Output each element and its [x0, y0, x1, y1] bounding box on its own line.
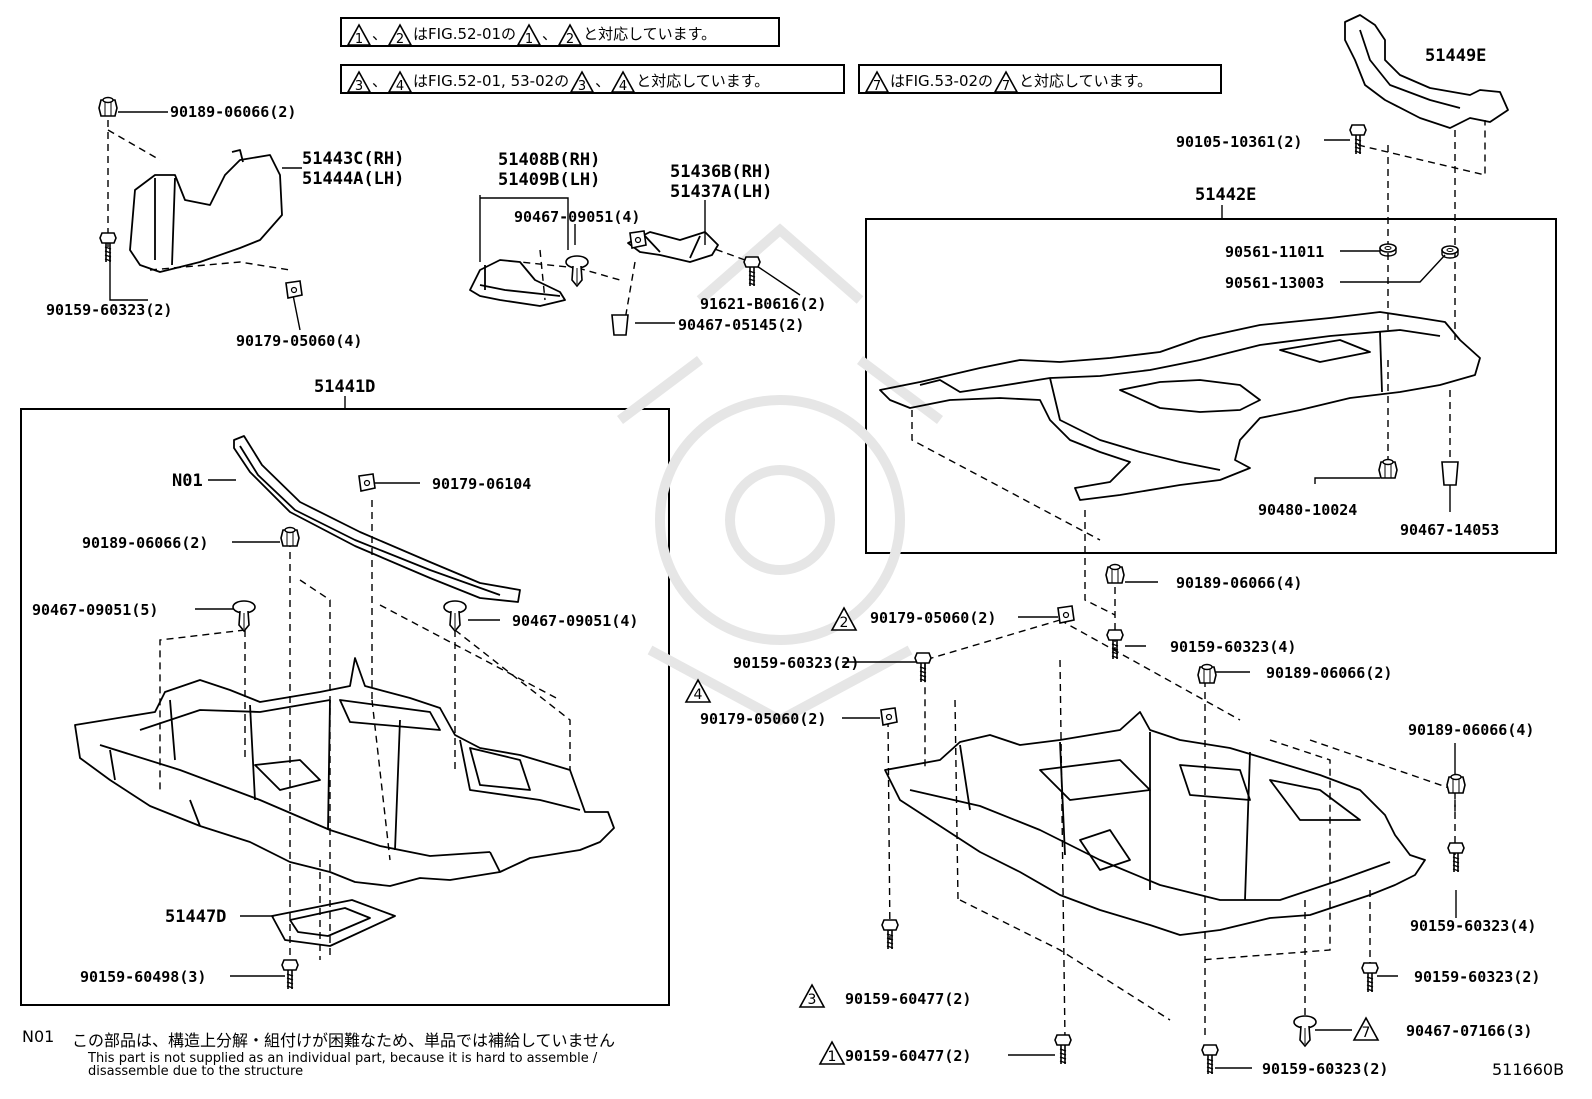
part-label-90467-09051-top: 90467-09051(4): [514, 208, 641, 226]
part-label-51437A: 51437A(LH): [670, 182, 773, 202]
note-text: 、: [595, 72, 611, 90]
footnote-en-2: disassemble due to the structure: [88, 1064, 304, 1079]
figure-code: 511660B: [1492, 1060, 1565, 1079]
part-label-90189-06066-2b: 90189-06066(2): [1266, 664, 1393, 682]
part-label-90179-05060-2b: 90179-05060(2): [700, 710, 827, 728]
part-label-90189-06066-4b: 90189-06066(4): [1408, 721, 1535, 739]
part-label-91621-B0616: 91621-B0616(2): [700, 295, 827, 313]
part-label-90179-05060: 90179-05060(4): [236, 332, 363, 350]
part-label-90159-60323-4b: 90159-60323(4): [1410, 917, 1537, 935]
svg-text:1: 1: [355, 32, 363, 47]
part-label-90159-60498: 90159-60498(3): [80, 968, 207, 986]
part-label-51444A: 51444A(LH): [302, 169, 405, 189]
note-box-1: 1 、 2 はFIG.52-01の 1 、 2 と対応しています。: [340, 17, 780, 47]
note-text: と対応しています。: [636, 72, 770, 90]
callout-triangle-icon: 1: [818, 1040, 846, 1065]
callout-triangle-icon: 3: [569, 69, 595, 94]
note-text: はFIG.53-02の: [890, 72, 994, 90]
footnote-code: N01: [22, 1027, 55, 1046]
part-label-90105-10361: 90105-10361(2): [1176, 133, 1303, 151]
svg-text:3: 3: [578, 79, 586, 94]
part-label-90159-60323-4a: 90159-60323(4): [1170, 638, 1297, 656]
part-label-90159-60323-2b: 90159-60323(2): [1414, 968, 1541, 986]
note-text: 、: [542, 25, 558, 43]
part-label-51441D: 51441D: [314, 377, 376, 397]
callout-triangle-icon: 7: [1352, 1016, 1380, 1041]
note-box-3: 7 はFIG.53-02の 7 と対応しています。: [858, 64, 1222, 94]
footnote-jp: この部品は、構造上分解・組付けが困難なため、単品では補給していません: [72, 1031, 616, 1050]
part-label-90467-05145: 90467-05145(2): [678, 316, 805, 334]
frame-51441D: [20, 408, 670, 1006]
part-label-90561-11011: 90561-11011: [1225, 243, 1325, 261]
svg-text:7: 7: [873, 79, 881, 94]
note-box-2: 3 、 4 はFIG.52-01, 53-02の 3 、 4 と対応しています。: [340, 64, 845, 94]
callout-triangle-icon: 7: [864, 69, 890, 94]
callout-triangle-icon: 2: [557, 22, 583, 47]
callout-triangle-icon: 3: [346, 69, 372, 94]
part-label-51408B: 51408B(RH): [498, 150, 601, 170]
svg-text:2: 2: [566, 32, 574, 47]
callout-number: 1: [828, 1049, 837, 1065]
part-label-90467-09051-5: 90467-09051(5): [32, 601, 159, 619]
callout-triangle-icon: 3: [798, 983, 826, 1008]
callout-number: 4: [694, 687, 703, 703]
part-label-51436B: 51436B(RH): [670, 162, 773, 182]
note-text: と対応しています。: [583, 25, 717, 43]
part-label-90189-06066-left: 90189-06066(2): [82, 534, 209, 552]
callout-triangle-icon: 4: [387, 69, 413, 94]
svg-text:3: 3: [355, 79, 363, 94]
svg-text:4: 4: [396, 79, 404, 94]
part-label-90179-05060-2a: 90179-05060(2): [870, 609, 997, 627]
part-label-90467-14053: 90467-14053: [1400, 521, 1500, 539]
callout-triangle-icon: 4: [684, 678, 712, 703]
part-label-90159-60323: 90159-60323(2): [46, 301, 173, 319]
callout-triangle-icon: 1: [516, 22, 542, 47]
callout-number: 3: [808, 992, 817, 1008]
callout-number: 2: [840, 615, 849, 631]
footnote-en-1: This part is not supplied as an individu…: [88, 1051, 598, 1066]
callout-triangle-icon: 2: [830, 606, 858, 631]
part-label-51443C: 51443C(RH): [302, 149, 405, 169]
callout-triangle-icon: 7: [993, 69, 1019, 94]
part-label-90467-09051-4: 90467-09051(4): [512, 612, 639, 630]
part-label-90159-60477-1: 90159-60477(2): [845, 1047, 972, 1065]
callout-triangle-icon: 4: [610, 69, 636, 94]
frame-51442E: [865, 218, 1557, 554]
part-label-90561-13003: 90561-13003: [1225, 274, 1325, 292]
part-label-90480-10024: 90480-10024: [1258, 501, 1358, 519]
callout-number: 7: [1362, 1025, 1371, 1041]
svg-text:4: 4: [619, 79, 627, 94]
part-label-51449E: 51449E: [1425, 46, 1487, 66]
svg-text:2: 2: [396, 32, 404, 47]
callout-triangle-icon: 2: [387, 22, 413, 47]
note-text: はFIG.52-01, 53-02の: [413, 72, 570, 90]
part-label-51442E: 51442E: [1195, 185, 1257, 205]
part-label-90159-60323-2c: 90159-60323(2): [1262, 1060, 1389, 1078]
part-label-N01: N01: [172, 471, 203, 491]
part-label-90189-06066: 90189-06066(2): [170, 103, 297, 121]
part-label-90467-07166: 90467-07166(3): [1406, 1022, 1533, 1040]
note-text: 、: [372, 25, 388, 43]
part-label-90189-06066-4a: 90189-06066(4): [1176, 574, 1303, 592]
note-text: 、: [372, 72, 388, 90]
part-label-51409B: 51409B(LH): [498, 170, 601, 190]
part-label-51447D: 51447D: [165, 907, 227, 927]
svg-text:7: 7: [1002, 79, 1010, 94]
part-label-90159-60477-3: 90159-60477(2): [845, 990, 972, 1008]
part-label-90179-06104: 90179-06104: [432, 475, 532, 493]
part-label-90159-60323-2a: 90159-60323(2): [733, 654, 860, 672]
svg-text:1: 1: [525, 32, 533, 47]
note-text: と対応しています。: [1019, 72, 1153, 90]
note-text: はFIG.52-01の: [413, 25, 517, 43]
callout-triangle-icon: 1: [346, 22, 372, 47]
